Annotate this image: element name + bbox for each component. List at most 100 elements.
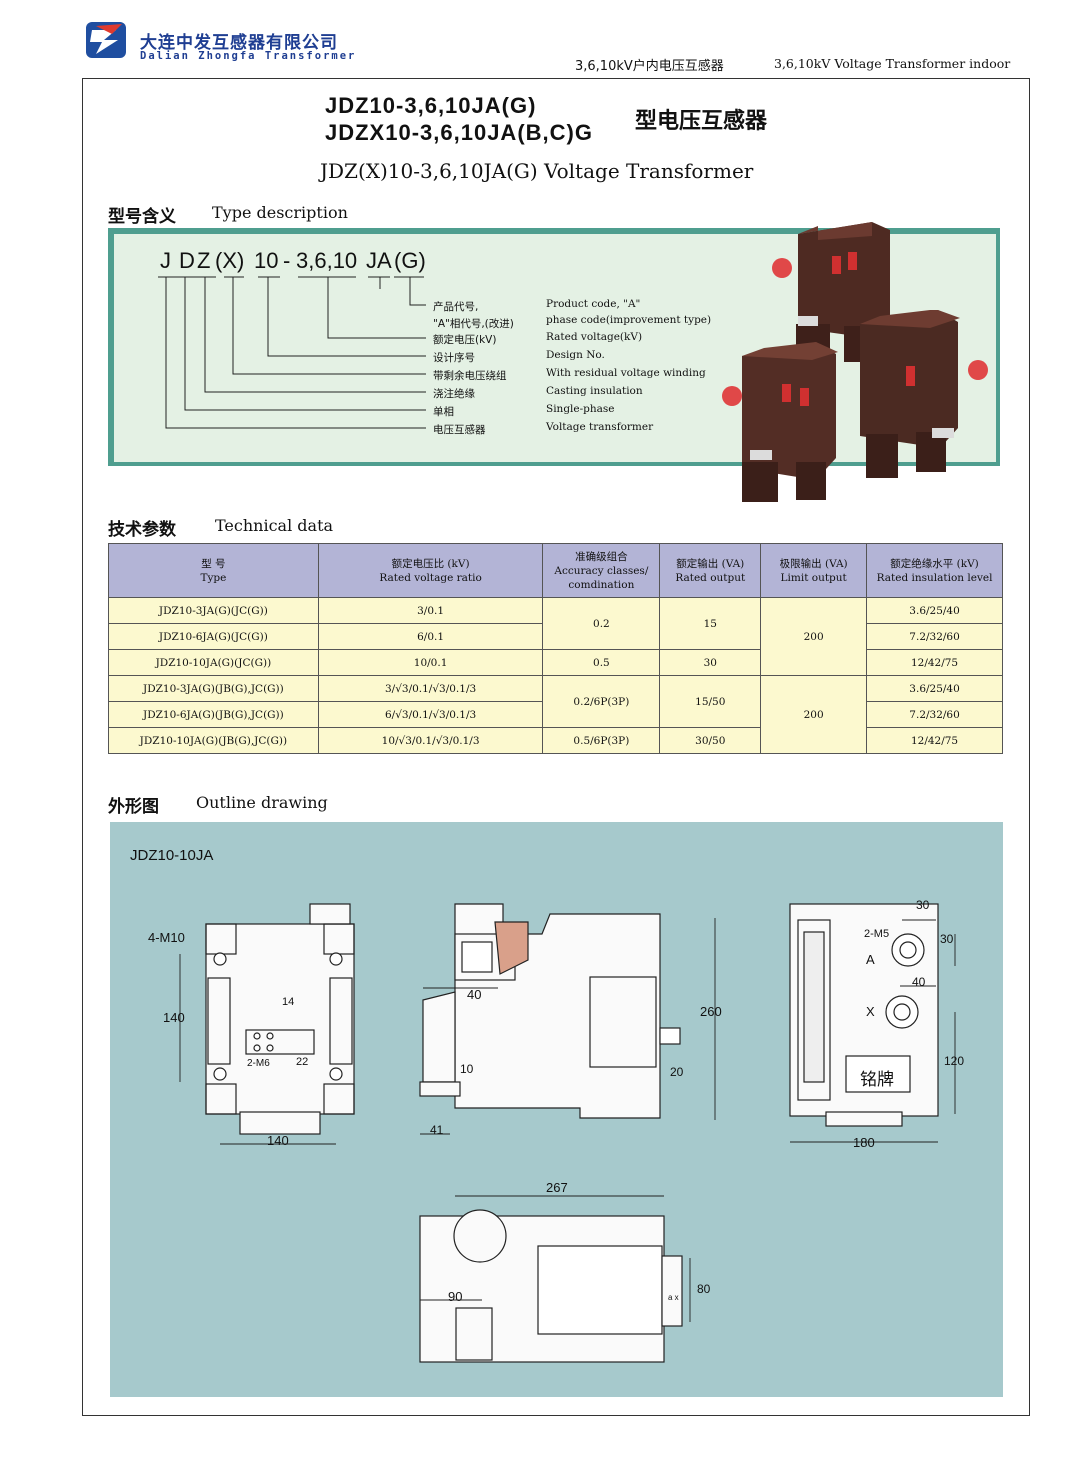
cell-ratio: 3/√3/0.1/√3/0.1/3 xyxy=(317,675,544,702)
table-row: JDZ10-3JA(G)(JB(G),JC(G)) 3/√3/0.1/√3/0.… xyxy=(108,675,1003,754)
company-logo xyxy=(82,20,132,60)
cell-ratio: 6/0.1 xyxy=(317,623,544,650)
cell-type: JDZ10-3JA(G)(JB(G),JC(G)) xyxy=(108,675,319,702)
tech-heading-en: Technical data xyxy=(215,516,334,535)
desc-en-4: With residual voltage winding xyxy=(546,367,706,379)
cell-insulation: 3.6/25/40 xyxy=(866,597,1003,624)
outline-model-label: JDZ10-10JA xyxy=(130,847,214,864)
table-row: JDZ10-10JA(G)(JC(G)) 10/0.1 0.5 30 12/42… xyxy=(108,649,1003,676)
front-view-body xyxy=(205,923,355,1115)
dim-4-m10: 4-M10 xyxy=(148,930,185,945)
dim-2-m5: 2-M5 xyxy=(864,928,890,940)
col-limit-output: 极限输出 (VA)Limit output xyxy=(760,543,868,598)
cell-accuracy: 0.5/6P(3P) xyxy=(542,727,661,754)
cell-accuracy: 0.5 xyxy=(542,649,661,676)
cell-ratio: 3/0.1 xyxy=(317,597,544,624)
cell-insulation: 12/42/75 xyxy=(866,649,1003,676)
code-voltage: 3,6,10 xyxy=(296,248,358,273)
outline-drawing xyxy=(179,903,956,1363)
cell-insulation: 12/42/75 xyxy=(866,727,1003,754)
header-right-en: 3,6,10kV Voltage Transformer indoor xyxy=(774,56,1011,71)
label-x: X xyxy=(866,1004,875,1019)
desc-en-2: Rated voltage(kV) xyxy=(546,331,643,343)
dim-90: 90 xyxy=(448,1289,463,1304)
dim-80: 80 xyxy=(697,1282,711,1296)
table-row: JDZ10-3JA(G)(JC(G)) 3/0.1 0.2 15 200 3.6… xyxy=(108,597,1003,676)
dim-140-vertical: 140 xyxy=(163,1010,185,1025)
dim-140-horizontal: 140 xyxy=(267,1133,289,1148)
desc-en-3: Design No. xyxy=(546,349,605,361)
subtitle: JDZ(X)10-3,6,10JA(G) Voltage Transformer xyxy=(320,159,754,183)
desc-zh-3: 设计序号 xyxy=(433,352,475,364)
cell-ratio: 10/√3/0.1/√3/0.1/3 xyxy=(317,727,544,754)
dim-40b: 40 xyxy=(912,975,926,989)
cell-type: JDZ10-10JA(G)(JC(G)) xyxy=(108,649,319,676)
dim-30b: 30 xyxy=(940,932,954,946)
cell-ratio: 6/√3/0.1/√3/0.1/3 xyxy=(317,701,544,728)
dim-41: 41 xyxy=(430,1123,444,1137)
nameplate-label: 铭牌 xyxy=(860,1070,894,1090)
title-suffix: 型电压互感器 xyxy=(635,109,768,134)
cell-ratio: 10/0.1 xyxy=(317,649,544,676)
cell-accuracy: 0.2 xyxy=(542,597,661,650)
cell-output: 15/50 xyxy=(659,675,762,728)
dim-2-m6: 2-M6 xyxy=(247,1058,270,1069)
header-right-zh: 3,6,10kV户内电压互感器 xyxy=(575,59,724,74)
transformer-right xyxy=(860,310,988,478)
dim-10: 10 xyxy=(460,1062,474,1076)
dim-40a: 40 xyxy=(467,987,482,1002)
transformer-front xyxy=(722,342,838,502)
code-d: D xyxy=(179,248,195,273)
cell-type: JDZ10-3JA(G)(JC(G)) xyxy=(108,597,319,624)
cell-insulation: 7.2/32/60 xyxy=(866,623,1003,650)
desc-en-5: Casting insulation xyxy=(546,385,643,397)
tech-heading-zh: 技术参数 xyxy=(108,520,176,540)
desc-en-7: Voltage transformer xyxy=(546,421,654,433)
desc-zh-5: 浇注绝缘 xyxy=(433,388,475,400)
cell-output: 30 xyxy=(659,649,762,676)
desc-zh-2: 额定电压(kV) xyxy=(433,334,497,346)
type-heading-zh: 型号含义 xyxy=(108,207,176,227)
table-row: JDZ10-10JA(G)(JB(G),JC(G)) 10/√3/0.1/√3/… xyxy=(108,727,1003,754)
company-name-zh: 大连中发互感器有限公司 xyxy=(140,33,338,53)
label-a: A xyxy=(866,952,875,967)
dim-180: 180 xyxy=(853,1135,875,1150)
title-line1: JDZ10-3,6,10JA(G) xyxy=(325,93,537,118)
code-j: J xyxy=(160,248,171,273)
cell-output: 30/50 xyxy=(659,727,762,754)
cell-type: JDZ10-10JA(G)(JB(G),JC(G)) xyxy=(108,727,319,754)
desc-zh-0: 产品代号, xyxy=(433,301,479,313)
dim-120: 120 xyxy=(944,1054,965,1068)
desc-en-0: Product code, "A" xyxy=(546,298,641,310)
cell-insulation: 3.6/25/40 xyxy=(866,675,1003,702)
title-line2: JDZX10-3,6,10JA(B,C)G xyxy=(325,120,593,145)
outline-heading-zh: 外形图 xyxy=(108,797,159,817)
code-z: Z xyxy=(197,248,211,273)
transformer-back xyxy=(772,222,890,364)
cell-type: JDZ10-6JA(G)(JC(G)) xyxy=(108,623,319,650)
col-ratio: 额定电压比 (kV)Rated voltage ratio xyxy=(317,543,544,598)
code-dash: - xyxy=(283,248,291,273)
col-rated-output: 额定输出 (VA)Rated output xyxy=(659,543,762,598)
desc-zh-6: 单相 xyxy=(433,406,454,418)
type-leader-lines xyxy=(158,276,426,429)
code-x: (X) xyxy=(215,248,245,273)
cell-insulation: 7.2/32/60 xyxy=(866,701,1003,728)
dim-267: 267 xyxy=(546,1180,568,1195)
table-row: JDZ10-6JA(G)(JC(G)) 6/0.1 7.2/32/60 xyxy=(108,623,1003,650)
cell-accuracy: 0.2/6P(3P) xyxy=(542,675,661,728)
cell-limit: 200 xyxy=(760,597,868,676)
desc-en-1: phase code(improvement type) xyxy=(546,314,712,326)
product-photo xyxy=(722,222,988,502)
cell-output: 15 xyxy=(659,597,762,650)
code-10: 10 xyxy=(254,248,279,273)
outline-heading-en: Outline drawing xyxy=(196,793,328,812)
col-insulation: 额定绝缘水平 (kV)Rated insulation level xyxy=(866,543,1003,598)
desc-zh-1: "A"相代号,(改进) xyxy=(433,318,514,330)
desc-zh-7: 电压互感器 xyxy=(433,424,486,436)
bottom-terminal-labels: a x xyxy=(668,1293,679,1302)
dim-260: 260 xyxy=(700,1004,722,1019)
